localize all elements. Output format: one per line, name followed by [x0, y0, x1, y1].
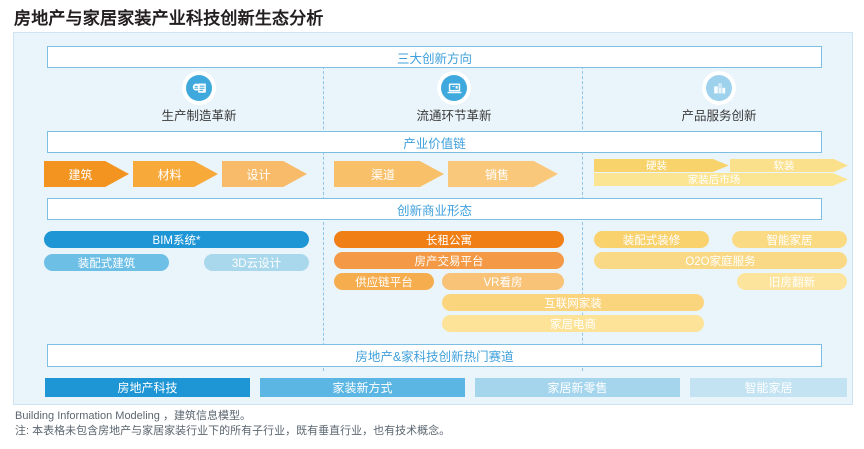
- track-smart-home: 智能家居: [690, 378, 847, 397]
- pill-prefab-decoration: 装配式装修: [594, 231, 709, 248]
- pill-bim-system-label: BIM系统*: [152, 234, 201, 247]
- pill-property-trading-platform-label: 房产交易平台: [414, 255, 484, 268]
- track-proptech: 房地产科技: [45, 378, 250, 397]
- pill-long-rent-apartment: 长租公寓: [334, 231, 564, 248]
- chevron-hard-decoration-label: 硬装: [646, 160, 667, 172]
- pill-supply-chain-platform: 供应链平台: [334, 273, 434, 290]
- chevron-hard-decoration: 硬装: [594, 159, 729, 172]
- pill-home-ecommerce-label: 家居电商: [550, 318, 596, 331]
- footnote-bim: Building Information Modeling ，建筑信息模型。: [15, 410, 251, 422]
- section-header-business-form: 创新商业形态: [47, 198, 822, 220]
- pill-o2o-family-service-label: O2O家庭服务: [685, 255, 756, 268]
- pill-prefab-building-label: 装配式建筑: [77, 257, 136, 270]
- section-header-hot-tracks-label: 房地产&家科技创新热门赛道: [355, 350, 514, 364]
- pill-o2o-family-service: O2O家庭服务: [594, 252, 847, 269]
- pill-internet-home-decoration: 互联网家装: [442, 294, 704, 311]
- footnote-disclaimer: 注: 本表格未包含房地产与家居家装行业下的所有子行业，既有垂直行业，也有技术概念…: [15, 425, 451, 437]
- section-header-directions-label: 三大创新方向: [396, 51, 472, 66]
- section-header-hot-tracks: 房地产&家科技创新热门赛道: [47, 344, 822, 367]
- pill-bim-system: BIM系统*: [44, 231, 309, 248]
- track-smart-home-label: 智能家居: [744, 381, 793, 395]
- chevron-material-label: 材料: [157, 167, 182, 182]
- pill-old-house-renovation-label: 旧房翻新: [769, 276, 815, 289]
- pill-vr-house-viewing: VR看房: [442, 273, 564, 290]
- section-header-business-form-label: 创新商业形态: [396, 203, 472, 218]
- chevron-channel: 渠道: [334, 161, 444, 187]
- chevron-design-label: 设计: [246, 167, 271, 182]
- track-home-new-retail: 家居新零售: [475, 378, 680, 397]
- chevron-sales-label: 销售: [484, 167, 509, 182]
- pill-property-trading-platform: 房产交易平台: [334, 252, 564, 269]
- chevron-design: 设计: [222, 161, 307, 187]
- building-chart-icon: [706, 75, 732, 101]
- document-print-icon: [186, 75, 212, 101]
- pill-supply-chain-platform-label: 供应链平台: [355, 276, 413, 289]
- pill-vr-house-viewing-label: VR看房: [483, 276, 523, 289]
- direction-col-circulation: 流通环节革新: [379, 75, 529, 124]
- section-header-value-chain: 产业价值链: [47, 131, 822, 153]
- pill-internet-home-decoration-label: 互联网家装: [544, 297, 602, 310]
- pill-3d-cloud-design-label: 3D云设计: [231, 257, 282, 270]
- track-new-decoration-label: 家装新方式: [332, 381, 393, 395]
- track-proptech-label: 房地产科技: [117, 381, 178, 395]
- chevron-after-market: 家装后市场: [594, 173, 848, 186]
- pill-3d-cloud-design: 3D云设计: [204, 254, 309, 271]
- direction-label-circulation: 流通环节革新: [416, 109, 492, 123]
- pill-smart-home-form: 智能家居: [732, 231, 847, 248]
- direction-col-production: 生产制造革新: [124, 75, 274, 124]
- section-header-value-chain-label: 产业价值链: [403, 136, 466, 151]
- pill-prefab-decoration-label: 装配式装修: [622, 234, 681, 247]
- laptop-screen-icon: [441, 75, 467, 101]
- direction-col-service: 产品服务创新: [644, 75, 794, 124]
- pill-smart-home-form-label: 智能家居: [766, 234, 813, 247]
- chevron-channel-label: 渠道: [370, 167, 395, 182]
- direction-label-production: 生产制造革新: [161, 109, 237, 123]
- track-home-new-retail-label: 家居新零售: [547, 381, 608, 395]
- chevron-material: 材料: [133, 161, 218, 187]
- chevron-sales: 销售: [448, 161, 558, 187]
- track-new-decoration: 家装新方式: [260, 378, 465, 397]
- chevron-construction-label: 建筑: [68, 167, 93, 182]
- pill-old-house-renovation: 旧房翻新: [737, 273, 847, 290]
- chevron-soft-decoration: 软装: [730, 159, 848, 172]
- footnotes: Building Information Modeling ，建筑信息模型。 注…: [15, 409, 855, 439]
- section-header-directions: 三大创新方向: [47, 46, 822, 68]
- ecosystem-panel: 三大创新方向 生产制造革新 流通环节革: [13, 32, 853, 405]
- pill-long-rent-apartment-label: 长租公寓: [426, 234, 472, 247]
- pill-prefab-building: 装配式建筑: [44, 254, 169, 271]
- page-title: 房地产与家居家装产业科技创新生态分析: [14, 9, 324, 28]
- direction-label-service: 产品服务创新: [681, 109, 757, 123]
- chevron-after-market-label: 家装后市场: [687, 174, 741, 186]
- chevron-soft-decoration-label: 软装: [773, 160, 795, 172]
- pill-home-ecommerce: 家居电商: [442, 315, 704, 332]
- chevron-construction: 建筑: [44, 161, 129, 187]
